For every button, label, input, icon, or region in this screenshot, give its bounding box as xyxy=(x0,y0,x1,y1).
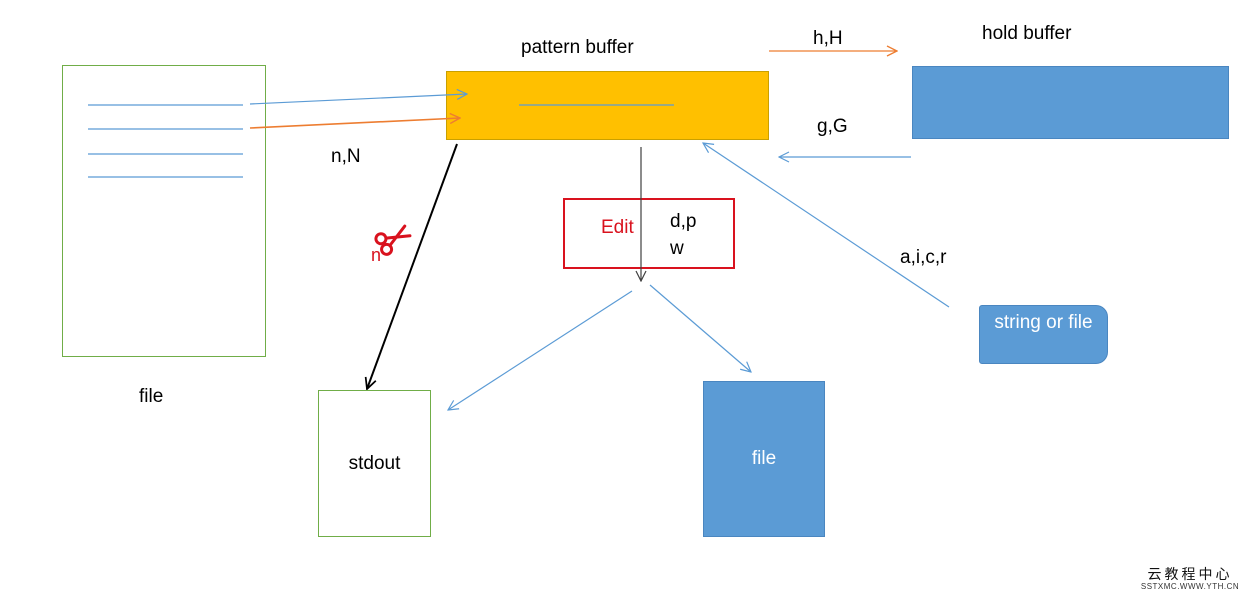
read-arrow xyxy=(249,94,467,105)
scissors-icon xyxy=(374,224,412,256)
edit-stdout-arrow xyxy=(448,290,633,410)
edit-box: Edit d,p w xyxy=(563,198,735,269)
gG-label: g,G xyxy=(817,116,848,137)
stdout-box: stdout xyxy=(318,390,431,537)
edit-file-arrow xyxy=(649,284,751,372)
hold-buffer-label: hold buffer xyxy=(982,23,1072,44)
n-label: n xyxy=(371,245,382,265)
hold-buffer-box xyxy=(912,66,1229,139)
edit-commands-label: d,p w xyxy=(670,211,697,259)
watermark-logo: 云教程中心 SSTXMC.WWW.YTH.CN xyxy=(1135,566,1245,592)
print-stdout-arrow xyxy=(367,143,458,389)
watermark-main-text: 云教程中心 xyxy=(1147,566,1233,582)
source-file-box xyxy=(62,65,266,357)
source-file-lines xyxy=(88,104,243,178)
append-insert-arrow xyxy=(703,143,950,308)
hH-label: h,H xyxy=(813,28,843,49)
aicr-label: a,i,c,r xyxy=(900,247,947,268)
nN-label: n,N xyxy=(331,146,361,167)
next-line-arrow xyxy=(249,118,460,129)
edit-label: Edit xyxy=(601,217,634,238)
source-file-label: file xyxy=(139,386,164,407)
pattern-buffer-label: pattern buffer xyxy=(521,37,634,58)
output-file-box: file xyxy=(703,381,825,537)
watermark-sub-text: SSTXMC.WWW.YTH.CN xyxy=(1140,582,1240,591)
string-or-file-box: string or file xyxy=(979,305,1108,364)
